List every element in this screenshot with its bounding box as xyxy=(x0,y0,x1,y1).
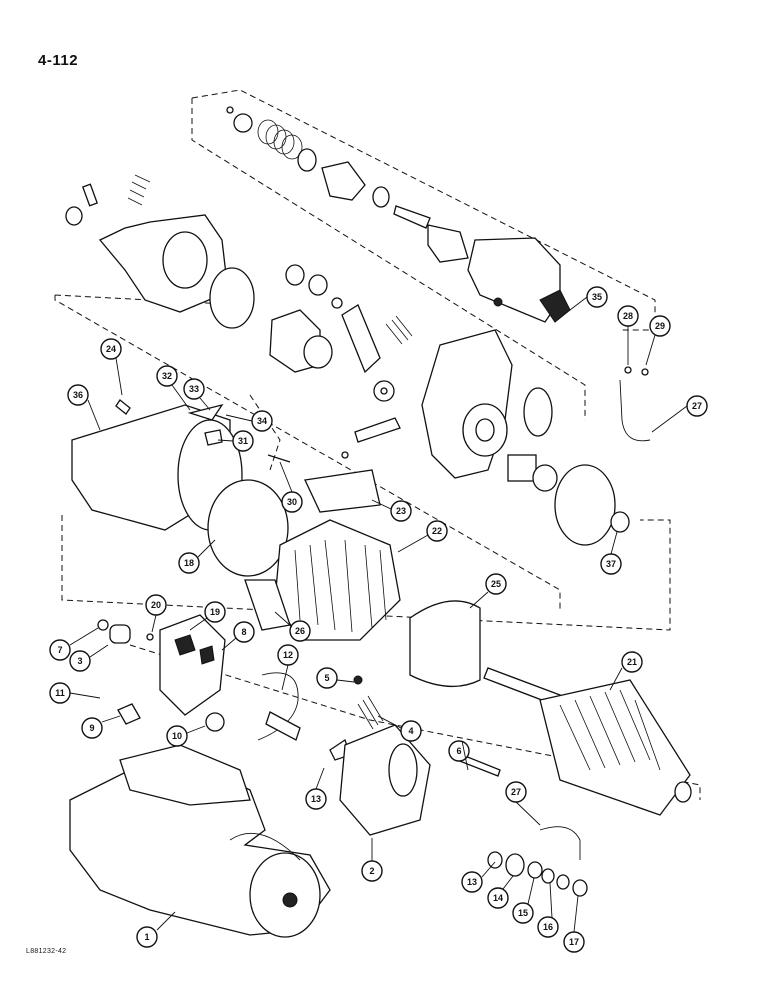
svg-text:4: 4 xyxy=(408,726,413,736)
svg-text:32: 32 xyxy=(162,371,172,381)
callout-leaders xyxy=(69,296,688,933)
callout-27b: 27 xyxy=(686,395,708,417)
svg-text:13: 13 xyxy=(311,794,321,804)
callout-7: 7 xyxy=(49,639,71,661)
callout-5: 5 xyxy=(316,667,338,689)
callout-29: 29 xyxy=(649,315,671,337)
svg-text:37: 37 xyxy=(606,559,616,569)
svg-text:24: 24 xyxy=(106,344,116,354)
callout-9: 9 xyxy=(81,717,103,739)
callout-15: 15 xyxy=(512,902,534,924)
svg-text:11: 11 xyxy=(55,688,65,698)
svg-text:17: 17 xyxy=(569,937,579,947)
svg-text:18: 18 xyxy=(184,558,194,568)
svg-text:23: 23 xyxy=(396,506,406,516)
svg-text:1: 1 xyxy=(144,932,149,942)
assembly-boundaries xyxy=(54,89,701,800)
callout-28: 28 xyxy=(617,305,639,327)
svg-text:13: 13 xyxy=(467,877,477,887)
callout-36: 36 xyxy=(67,384,89,406)
svg-text:10: 10 xyxy=(172,731,182,741)
callout-35: 35 xyxy=(586,286,608,308)
callout-26: 26 xyxy=(289,620,311,642)
armature xyxy=(483,667,692,816)
svg-text:35: 35 xyxy=(592,292,602,302)
callout-32: 32 xyxy=(156,365,178,387)
svg-text:27: 27 xyxy=(692,401,702,411)
callout-23: 23 xyxy=(390,500,412,522)
svg-text:9: 9 xyxy=(89,723,94,733)
callout-22: 22 xyxy=(426,520,448,542)
terminal-hardware xyxy=(487,366,651,897)
svg-text:31: 31 xyxy=(238,436,248,446)
solenoid-plunger-stack xyxy=(226,106,469,263)
callout-2: 2 xyxy=(361,860,383,882)
svg-text:29: 29 xyxy=(655,321,665,331)
callout-10: 10 xyxy=(166,725,188,747)
svg-text:20: 20 xyxy=(151,600,161,610)
solenoid-switch xyxy=(467,237,571,323)
callout-24: 24 xyxy=(100,338,122,360)
band-sleeve xyxy=(409,600,481,688)
svg-text:19: 19 xyxy=(210,607,220,617)
callout-18: 18 xyxy=(178,552,200,574)
callout-8: 8 xyxy=(233,621,255,643)
svg-text:30: 30 xyxy=(287,497,297,507)
intermediate-housing xyxy=(341,329,630,546)
callout-1: 1 xyxy=(136,926,158,948)
motor-frame xyxy=(71,399,381,577)
svg-text:33: 33 xyxy=(189,384,199,394)
callout-21: 21 xyxy=(621,651,643,673)
svg-text:15: 15 xyxy=(518,908,528,918)
svg-text:21: 21 xyxy=(627,657,637,667)
svg-text:34: 34 xyxy=(257,416,267,426)
callout-25: 25 xyxy=(485,573,507,595)
drive-assembly xyxy=(269,264,413,402)
callout-16: 16 xyxy=(537,916,559,938)
callout-30: 30 xyxy=(281,491,303,513)
svg-text:25: 25 xyxy=(491,579,501,589)
svg-text:22: 22 xyxy=(432,526,442,536)
svg-text:26: 26 xyxy=(295,626,305,636)
svg-text:36: 36 xyxy=(73,390,83,400)
svg-text:14: 14 xyxy=(493,893,503,903)
callout-14: 14 xyxy=(487,887,509,909)
svg-text:16: 16 xyxy=(543,922,553,932)
callout-11: 11 xyxy=(49,682,71,704)
drawing-code: L881232-42 xyxy=(26,948,67,955)
callout-31: 31 xyxy=(232,430,254,452)
callout-34: 34 xyxy=(251,410,273,432)
svg-text:6: 6 xyxy=(456,746,461,756)
callout-13b: 13 xyxy=(461,871,483,893)
brush-holder-assembly xyxy=(97,614,226,732)
callout-13a: 13 xyxy=(305,788,327,810)
field-coil-assembly xyxy=(244,519,401,641)
svg-text:7: 7 xyxy=(57,645,62,655)
callout-33: 33 xyxy=(183,378,205,400)
svg-text:5: 5 xyxy=(324,673,329,683)
callout-19: 19 xyxy=(204,601,226,623)
svg-text:12: 12 xyxy=(283,650,293,660)
assembled-starter xyxy=(69,744,331,938)
svg-text:27: 27 xyxy=(511,787,521,797)
callout-6: 6 xyxy=(448,740,470,762)
svg-text:28: 28 xyxy=(623,311,633,321)
callout-4: 4 xyxy=(400,720,422,742)
callout-37: 37 xyxy=(600,553,622,575)
page-number: 4-112 xyxy=(38,52,79,69)
callout-17: 17 xyxy=(563,931,585,953)
callout-12: 12 xyxy=(277,644,299,666)
svg-text:3: 3 xyxy=(77,656,82,666)
drive-end-housing xyxy=(65,174,255,329)
callout-3: 3 xyxy=(69,650,91,672)
callout-27a: 27 xyxy=(505,781,527,803)
svg-text:2: 2 xyxy=(369,866,374,876)
svg-text:8: 8 xyxy=(241,627,246,637)
callout-20: 20 xyxy=(145,594,167,616)
